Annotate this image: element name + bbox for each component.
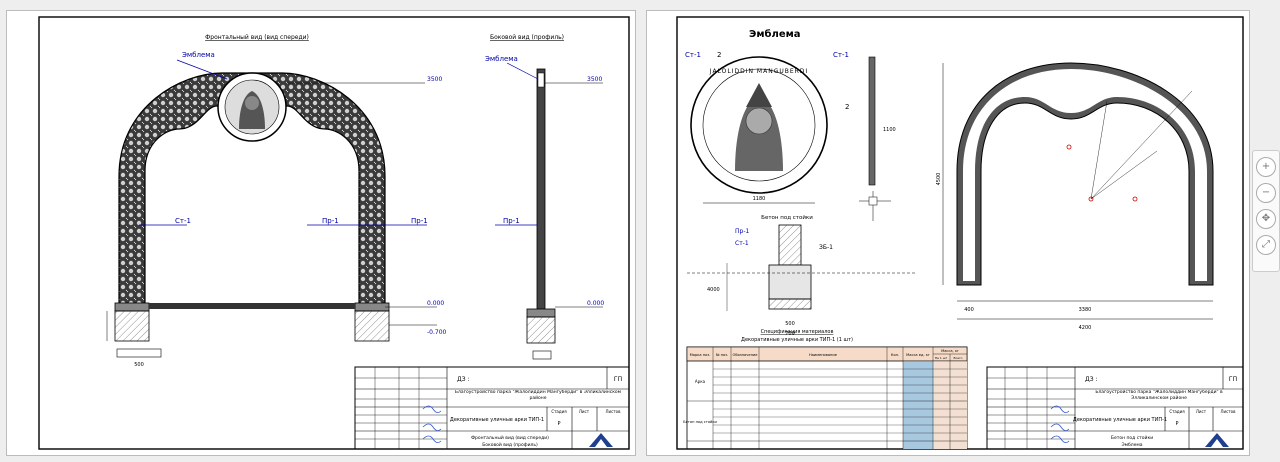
dim-zero: 0.000 xyxy=(427,300,444,307)
emblem-drawing xyxy=(690,56,828,194)
stamp-caption-1: Фронтальный вид (вид спереди) xyxy=(471,434,549,441)
dim-zero-side: 0.000 xyxy=(587,300,604,307)
title-block-left: ДЗ : ГП Благоустройство парка "Жалолидди… xyxy=(354,366,630,450)
stamp-col-sheets-right: Листов xyxy=(1221,409,1237,414)
label-pr-side: Пр-1 xyxy=(503,217,520,225)
label-pr-left: Пр-1 xyxy=(322,217,339,225)
front-view-title: Фронтальный вид (вид спереди) xyxy=(205,34,309,41)
viewer-side-toolbar: + − ✥ ⤢ xyxy=(1252,150,1280,272)
stamp-caption-2: Боковой вид (профиль) xyxy=(482,441,538,448)
stamp-sheet-no-right: ГП xyxy=(1229,376,1237,383)
zoom-out-icon[interactable]: − xyxy=(1256,183,1276,203)
spec-title-1: Спецификация материалов xyxy=(761,329,834,335)
spec-group-concrete: Бетон под стойки xyxy=(683,420,717,424)
stamp-col-sheets: Листов xyxy=(606,409,622,414)
label-2a: 2 xyxy=(717,51,721,59)
label-pr: Пр-1 xyxy=(735,228,749,235)
label-2b: 2 xyxy=(845,103,849,111)
spec-header-mark: Марка поз. xyxy=(690,353,711,357)
dim-minus: -0.700 xyxy=(427,329,447,336)
arch-front-view xyxy=(114,72,390,342)
dim-arch-side: 400 xyxy=(964,307,974,313)
zoom-in-icon[interactable]: + xyxy=(1256,157,1276,177)
spec-header-row: Марка поз. № поз. Обозначение Наименован… xyxy=(690,349,963,360)
dim-arch-h: 4500 xyxy=(936,173,942,186)
stamp-project-right: Благоустройство парка "Жалолиддин Мангуб… xyxy=(1095,390,1223,401)
spec-header-designation: Обозначение xyxy=(733,353,759,357)
stamp-title: Декоративные уличные арки ТИП-1 xyxy=(450,417,544,423)
arch-outline-drawing xyxy=(942,62,1214,320)
stamp-col-sheet: Лист xyxy=(579,409,590,414)
spec-header-mass: Масса, кг xyxy=(941,349,959,353)
stamp-caption-2-right: Эмблема xyxy=(1121,442,1142,448)
emblem-label: Эмблема xyxy=(182,51,215,59)
stamp-sheet-no: ГП xyxy=(614,376,622,383)
stamp-project: Благоустройство парка "Жалолиддин Мангуб… xyxy=(454,390,622,401)
spec-table: Марка поз. № поз. Обозначение Наименован… xyxy=(683,346,968,450)
spec-title-2: Декоративные уличные арки ТИП-1 (1 шт) xyxy=(741,337,853,343)
spec-header-qty: Кол. xyxy=(891,353,899,357)
dim-top: 3500 xyxy=(427,76,442,83)
title-block-right: ДЗ : ГП Благоустройство парка "Жалолидди… xyxy=(986,366,1244,450)
section-title: Бетон под стойки xyxy=(761,214,813,221)
dim-circle: 1180 xyxy=(753,196,766,202)
spec-subheader-total: Всего xyxy=(954,356,963,360)
stamp-code: ДЗ : xyxy=(457,376,469,383)
label-st-left: Ст-1 xyxy=(685,51,701,59)
dim-w2: 700 xyxy=(785,331,795,337)
stamp-stage-value: Р xyxy=(557,421,560,427)
right-sheet-canvas: Эмблема Ст-1 2 JALOLIDDIN MANGUBERDI 118… xyxy=(676,16,1244,450)
stamp-caption-1-right: Бетон под стойки xyxy=(1111,434,1153,441)
stamp-col-stage-right: Стадия xyxy=(1169,409,1185,414)
pan-icon[interactable]: ✥ xyxy=(1256,209,1276,229)
dim-side-h: 1100 xyxy=(883,127,896,133)
dim-arch-inner: 3380 xyxy=(1079,307,1092,313)
side-view-title: Боковой вид (профиль) xyxy=(490,34,564,41)
stamp-col-stage: Стадия xyxy=(551,409,567,414)
arch-side-view xyxy=(526,68,556,360)
drawing-sheet-right: Эмблема Ст-1 2 JALOLIDDIN MANGUBERDI 118… xyxy=(646,10,1250,456)
dim-top-side: 3500 xyxy=(587,76,602,83)
emblem-title: Эмблема xyxy=(749,28,801,40)
stamp-project-right-wrap: Благоустройство парка "Жалолиддин Мангуб… xyxy=(1095,390,1223,401)
spec-header-pos: № поз. xyxy=(716,353,728,357)
label-st: Ст-1 xyxy=(175,217,191,225)
label-3b: ЗБ-1 xyxy=(819,244,833,251)
dim-arch-w: 4200 xyxy=(1079,325,1092,331)
emblem-label-side: Эмблема xyxy=(485,55,518,63)
dim-h1: 4000 xyxy=(707,287,720,293)
spec-group-arch: Арка xyxy=(695,379,706,384)
concrete-section xyxy=(687,224,917,311)
stamp-project-wrap: Благоустройство парка "Жалолиддин Мангуб… xyxy=(454,390,622,401)
stamp-code-right: ДЗ : xyxy=(1085,376,1097,383)
stamp-title-right: Декоративные уличные арки ТИП-1 xyxy=(1073,417,1167,423)
stamp-col-sheet-right: Лист xyxy=(1196,409,1207,414)
label-st-sec: Ст-1 xyxy=(735,240,749,247)
stamp-stage-value-right: Р xyxy=(1175,421,1178,427)
label-st-side: Ст-1 xyxy=(833,51,849,59)
spec-header-unit-mass: Масса ед. кг xyxy=(906,353,930,357)
label-pr-right: Пр-1 xyxy=(411,217,428,225)
left-sheet-canvas: Фронтальный вид (вид спереди) Боковой ви… xyxy=(38,16,630,450)
drawing-sheet-left: Фронтальный вид (вид спереди) Боковой ви… xyxy=(6,10,636,456)
spec-header-name: Наименование xyxy=(809,353,838,357)
emblem-text: JALOLIDDIN MANGUBERDI xyxy=(709,68,808,75)
dim-base: 500 xyxy=(134,362,144,368)
dim-w1: 500 xyxy=(785,321,795,327)
fit-icon[interactable]: ⤢ xyxy=(1256,235,1276,255)
spec-subheader-per-unit: На 1 шт xyxy=(935,356,948,360)
